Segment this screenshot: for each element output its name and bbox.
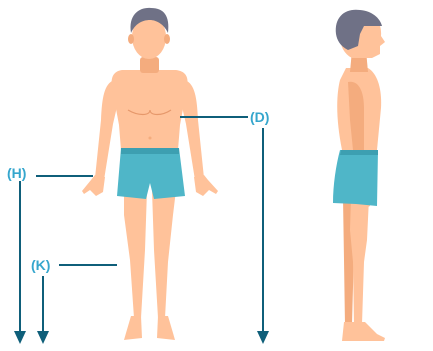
label-k: (K): [31, 257, 50, 273]
front-left-hand: [82, 175, 105, 196]
label-d: (D): [250, 109, 269, 125]
front-left-leg: [124, 190, 147, 321]
side-shorts: [333, 150, 378, 206]
front-right-ear: [164, 34, 170, 44]
front-left-foot: [124, 316, 142, 340]
label-h: (H): [7, 165, 26, 181]
k-arrowhead: [37, 331, 49, 344]
front-left-ear: [128, 34, 134, 44]
side-view-figure: [333, 10, 385, 341]
front-shorts: [117, 148, 185, 199]
h-arrowhead: [14, 331, 26, 344]
front-right-hand: [194, 175, 218, 196]
d-arrowhead: [257, 331, 269, 344]
side-shorts-waistband: [340, 150, 378, 155]
front-neck: [140, 57, 159, 73]
front-navel: [149, 137, 152, 140]
front-right-foot: [157, 316, 175, 340]
side-foot: [342, 322, 385, 341]
front-view-figure: [82, 8, 218, 340]
front-right-leg: [152, 190, 176, 321]
front-shorts-waistband: [121, 148, 179, 154]
